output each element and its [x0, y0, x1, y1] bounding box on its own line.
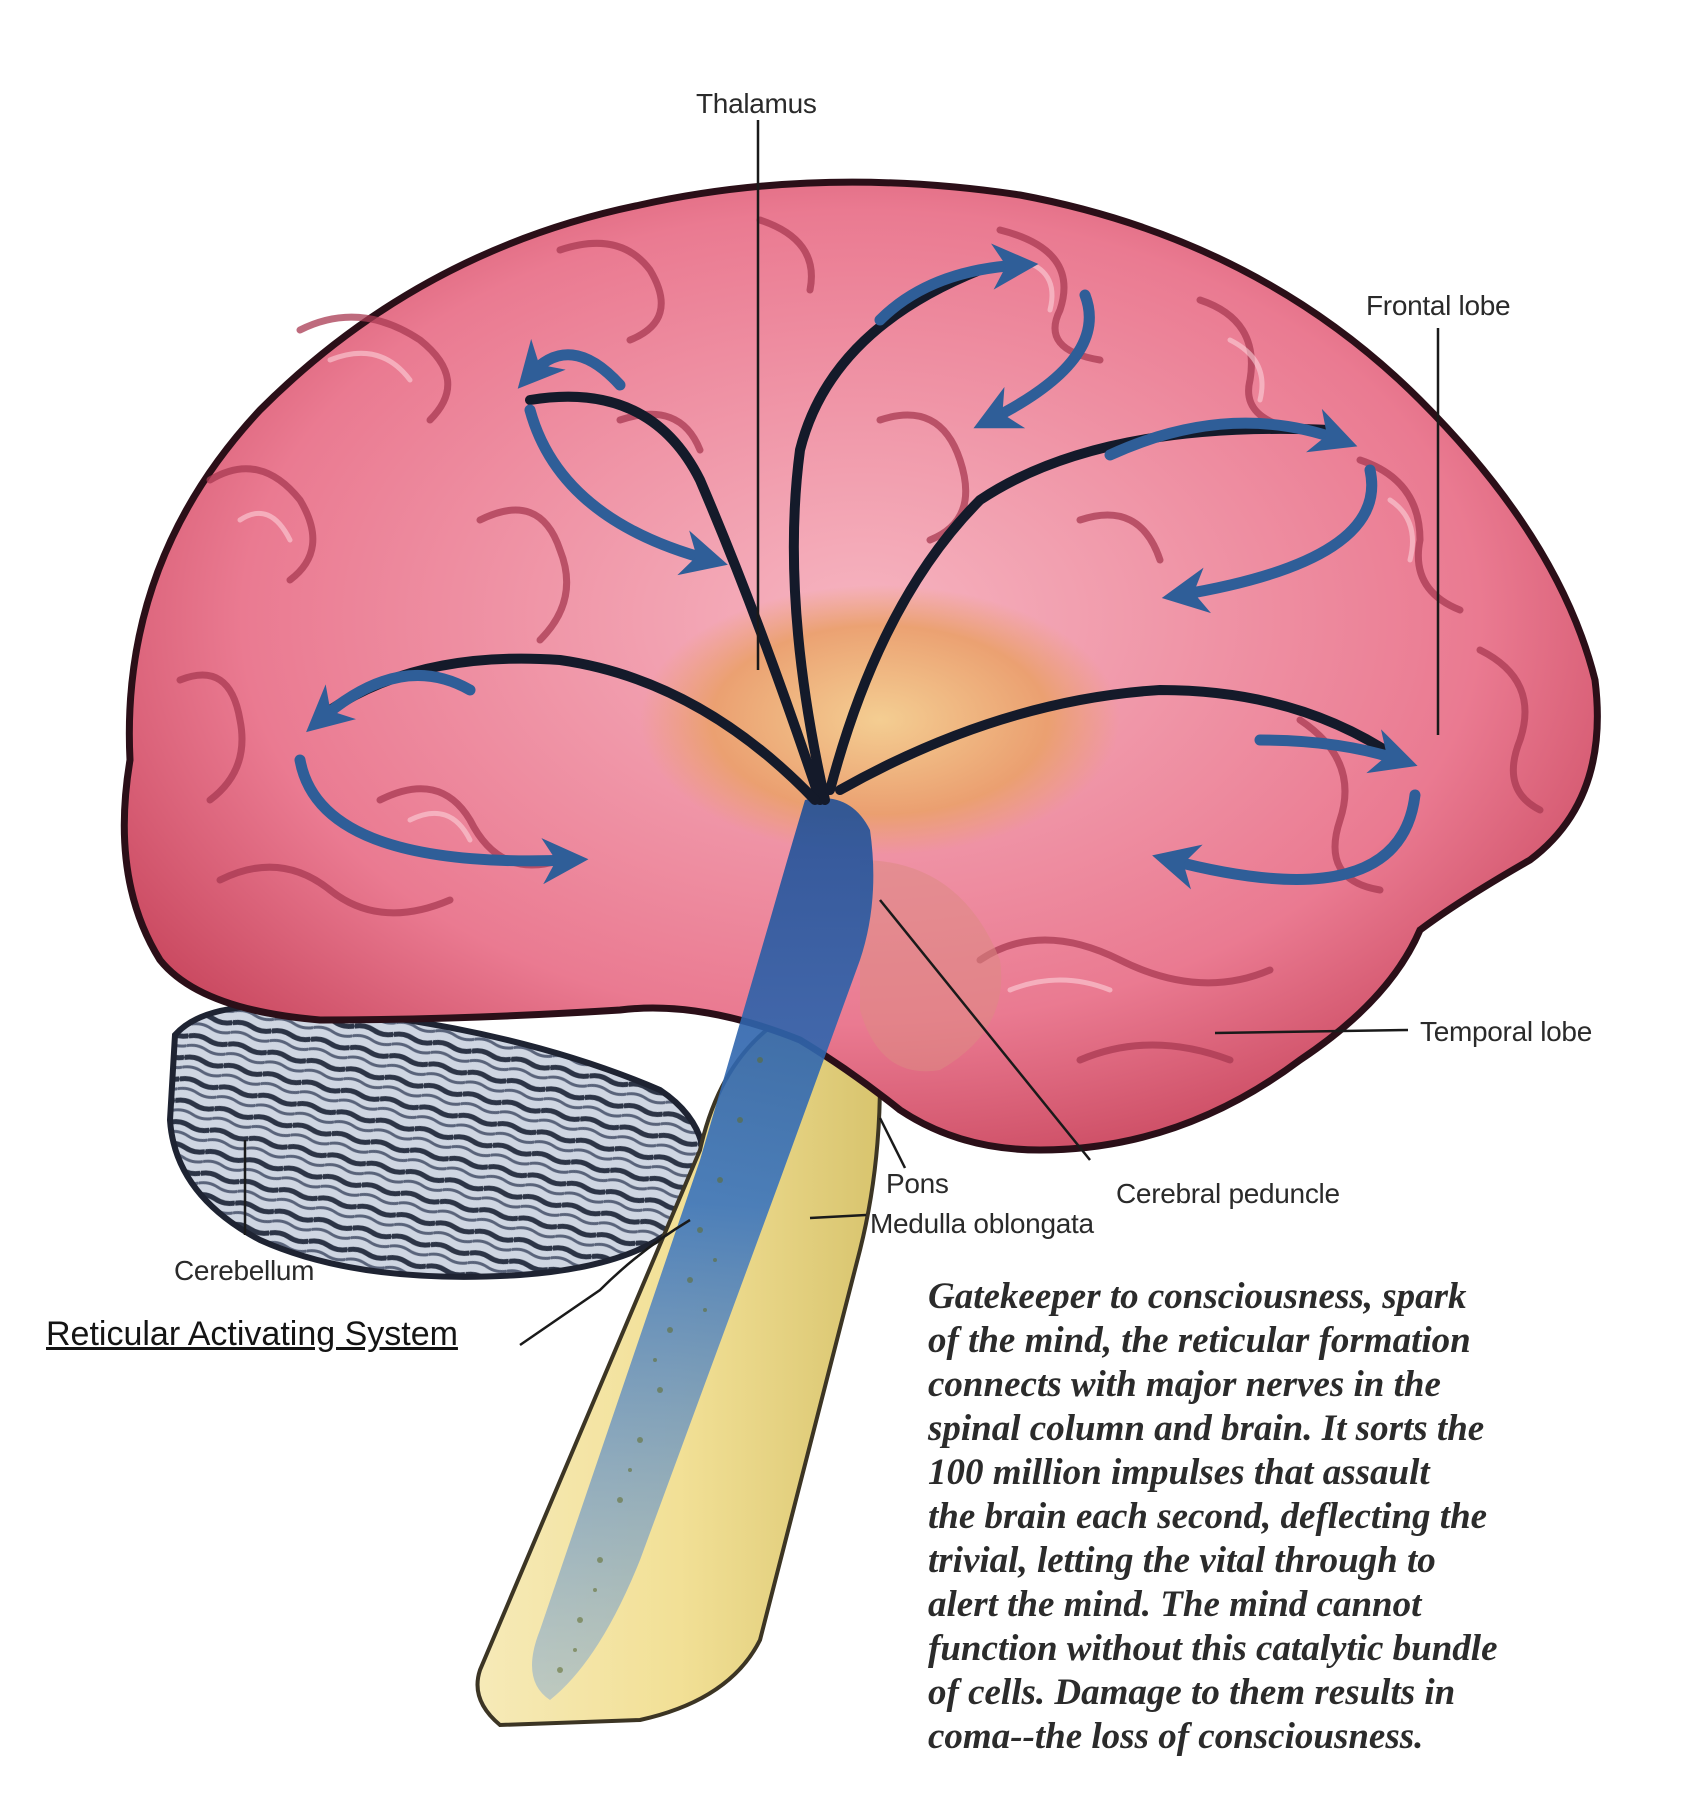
caption-line: function without this catalytic bundle [928, 1628, 1498, 1669]
caption-line: connects with major nerves in the [928, 1364, 1441, 1405]
signal-arrows [294, 243, 1421, 890]
caption-line: Gatekeeper to consciousness, spark [928, 1276, 1467, 1317]
thalamus-label: Thalamus [696, 88, 817, 119]
caption-line: of cells. Damage to them results in [928, 1672, 1456, 1713]
reticular-activating-system-shape [532, 798, 874, 1700]
caption-line: of the mind, the reticular formation [928, 1320, 1471, 1361]
medulla-oblongata-label: Medulla oblongata [870, 1208, 1094, 1239]
caption-line: coma--the loss of consciousness. [928, 1716, 1424, 1757]
reticular-activating-system-link[interactable]: Reticular Activating System [46, 1315, 458, 1353]
caption-line: trivial, letting the vital through to [928, 1540, 1436, 1581]
frontal-lobe-label: Frontal lobe [1366, 290, 1511, 321]
temporal-lobe-label: Temporal lobe [1420, 1016, 1592, 1047]
caption-line: spinal column and brain. It sorts the [928, 1408, 1485, 1449]
caption-line: 100 million impulses that assault [928, 1452, 1430, 1493]
pons-label: Pons [886, 1168, 949, 1199]
cerebellum-shape [166, 1002, 708, 1280]
cerebellum-label: Cerebellum [174, 1255, 315, 1286]
caption-line: the brain each second, deflecting the [928, 1496, 1488, 1537]
caption-paragraph: Gatekeeper to consciousness, spark of th… [928, 1275, 1648, 1759]
leader-lines [243, 120, 1440, 1347]
cerebral-peduncle-label: Cerebral peduncle [1116, 1178, 1340, 1209]
thalamus-region [640, 585, 1120, 855]
caption-line: alert the mind. The mind cannot [928, 1584, 1422, 1625]
